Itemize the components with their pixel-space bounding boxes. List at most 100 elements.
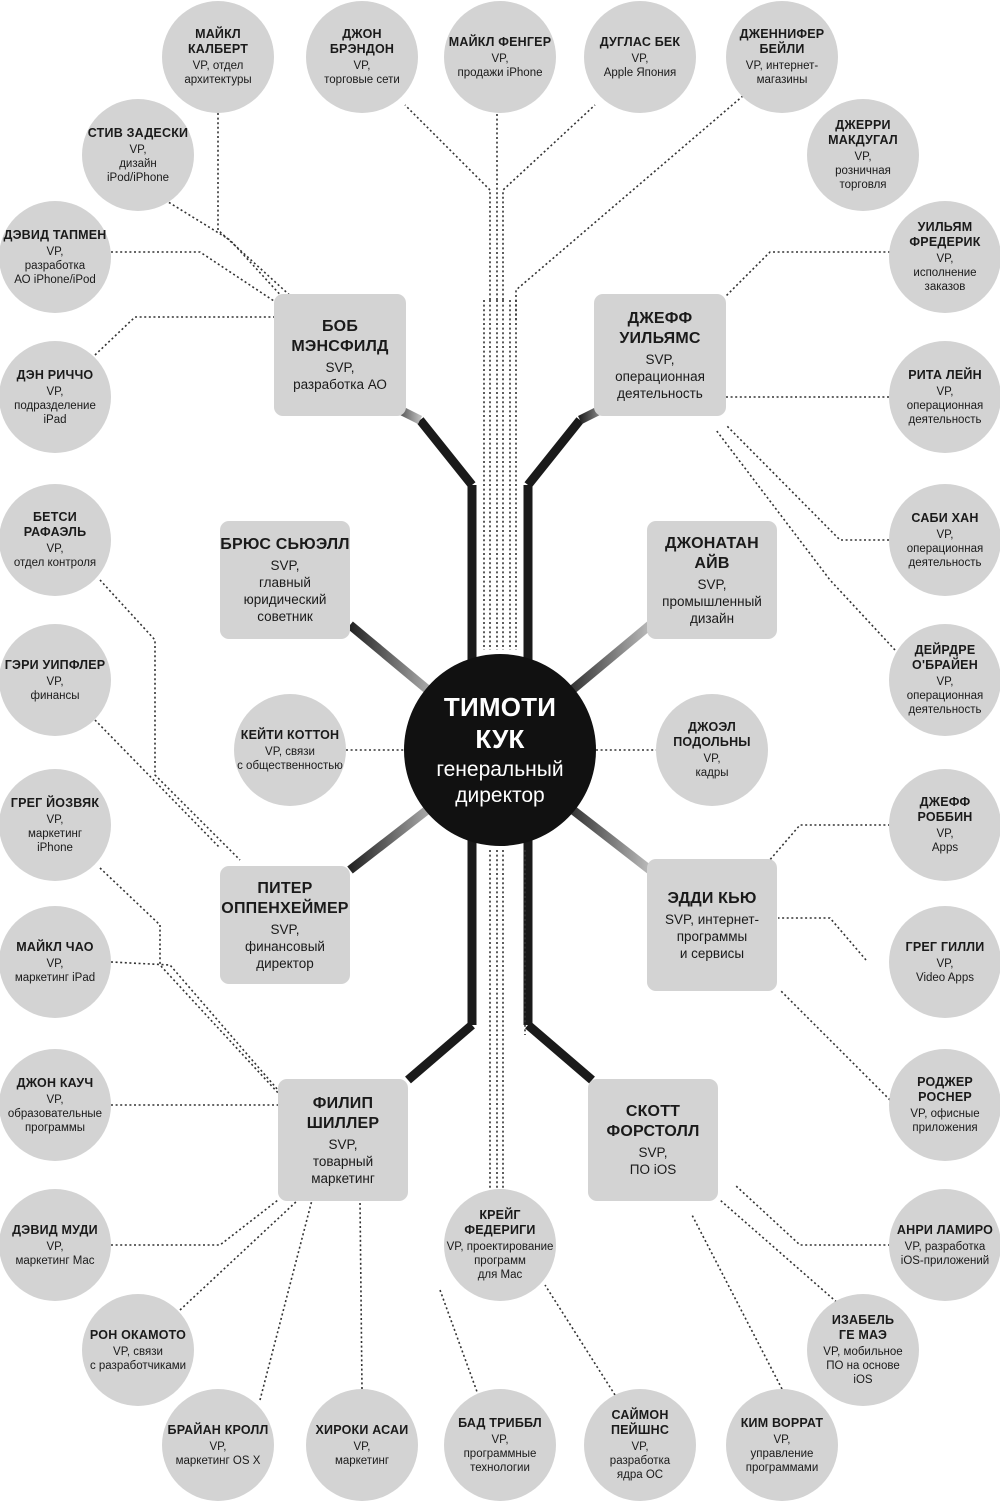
moody-link xyxy=(111,1199,279,1246)
person-role: генеральный директор xyxy=(436,758,564,807)
person-name: БОБ МЭНСФИЛД xyxy=(291,318,389,355)
person-name: БРАЙАН КРОЛЛ xyxy=(167,1422,269,1437)
person-role: VP, связи с разработчиками xyxy=(89,1345,187,1372)
person-name: ПИТЕР ОППЕНХЕЙМЕР xyxy=(221,879,349,917)
person-name: КЕЙТИ КОТТОН xyxy=(240,727,340,742)
vp-circle-robbin: ДЖЕФФ РОББИН VP, Apps xyxy=(889,769,1000,881)
person-name: ДУГЛАС БЕК xyxy=(599,34,681,49)
vorrath-link xyxy=(691,1214,783,1390)
brandon-link xyxy=(404,104,491,191)
person-name: РОДЖЕР РОСНЕР xyxy=(917,1075,973,1104)
person-role: SVP, финансовый директор xyxy=(245,921,325,971)
svp-link xyxy=(347,796,443,874)
svp-link xyxy=(524,417,584,488)
svp-link xyxy=(347,621,443,704)
gilley-link xyxy=(778,917,867,961)
person-name: СКОТТ ФОРСТОЛЛ xyxy=(606,1103,700,1140)
vp-circle-peyton: САЙМОН ПЕЙШНС VP, разработка ядра ОС xyxy=(584,1389,696,1501)
person-role: VP, торговые сети xyxy=(324,60,400,86)
person-name: ДЖЕФФ РОББИН xyxy=(917,795,973,824)
person-role: VP, маркетинг OS X xyxy=(175,1440,261,1467)
person-role: SVP, товарный маркетинг xyxy=(311,1136,375,1186)
person-name: БАД ТРИББЛ xyxy=(458,1415,542,1430)
person-role: SVP, главный юридический советник xyxy=(243,558,327,624)
bailey-link xyxy=(515,94,745,320)
joswiak-link xyxy=(99,867,281,1096)
person-role: SVP, разработка АО xyxy=(293,360,387,392)
peyton-link xyxy=(544,1284,616,1396)
person-name: АНРИ ЛАМИРО xyxy=(896,1222,994,1237)
riccio-link xyxy=(94,316,274,356)
person-role: VP, маркетинг iPad xyxy=(14,957,96,984)
person-role: VP, Apple Япония xyxy=(603,52,677,79)
beck-link xyxy=(502,104,596,300)
person-name: ФИЛИП ШИЛЛЕР xyxy=(306,1094,380,1132)
chao-link xyxy=(110,961,279,1091)
person-role: VP, дизайн iPod/iPhone xyxy=(106,143,170,184)
person-name: ДЖЕФФ УИЛЬЯМС xyxy=(619,309,701,347)
person-role: VP, маркетинг iPhone xyxy=(27,813,83,854)
vp-circle-frederick: УИЛЬЯМ ФРЕДЕРИК VP, исполнение заказов xyxy=(889,201,1000,313)
svp-link xyxy=(557,621,653,704)
obrien-link xyxy=(715,429,896,651)
person-role: VP, исполнение заказов xyxy=(913,253,977,293)
culbert-link xyxy=(217,113,296,301)
person-role: VP, Apps xyxy=(931,828,959,854)
person-role: VP, мобильное ПО на основе iOS xyxy=(823,1346,903,1386)
person-name: УИЛЬЯМ ФРЕДЕРИК xyxy=(909,220,981,249)
person-name: МАЙКЛ ФЕНГЕР xyxy=(448,34,552,49)
person-name: БЕТСИ РАФАЭЛЬ xyxy=(23,510,87,539)
person-role: VP, разработка ядра ОС xyxy=(609,1441,671,1481)
person-role: VP, управление программами xyxy=(745,1433,819,1474)
person-role: VP, образовательные программы xyxy=(7,1093,103,1134)
rosner-link xyxy=(779,989,891,1101)
robbin-link xyxy=(767,824,890,863)
vp-circle-fenger: МАЙКЛ ФЕНГЕР VP, продажи iPhone xyxy=(444,1,556,113)
svp-link xyxy=(405,1021,475,1084)
khan-link xyxy=(725,424,889,541)
person-role: VP, разработка iOS-приложений xyxy=(900,1240,990,1267)
person-role: VP, операционная деятельность xyxy=(906,528,984,569)
svp-box-schiller: ФИЛИП ШИЛЛЕР SVP, товарный маркетинг xyxy=(278,1079,408,1201)
svp-link xyxy=(416,417,476,488)
asai-link xyxy=(359,1199,363,1390)
svp-link xyxy=(525,1021,595,1084)
person-name: ДЖЕРРИ МАКДУГАЛ xyxy=(828,118,898,147)
person-role: VP, отдел архитектуры xyxy=(184,60,252,86)
svp-box-forstall: СКОТТ ФОРСТОЛЛ SVP, ПО iOS xyxy=(588,1079,718,1201)
svp-box-oppenheimer: ПИТЕР ОППЕНХЕЙМЕР SVP, финансовый директо… xyxy=(220,866,350,984)
tribble-link xyxy=(439,1289,481,1401)
person-name: САЙМОН ПЕЙШНС xyxy=(610,1408,670,1437)
person-role: SVP, ПО iOS xyxy=(629,1145,677,1177)
person-role: SVP, операционная деятельность xyxy=(615,351,705,401)
vp-circle-kroll: БРАЙАН КРОЛЛ VP, маркетинг OS X xyxy=(162,1389,274,1501)
person-role: VP, розничная торговля xyxy=(835,151,891,191)
frederick-link xyxy=(725,251,890,297)
vp-circle-beck: ДУГЛАС БЕК VP, Apple Япония xyxy=(584,1,696,113)
person-name: ДЕЙРДРЕ О'БРАЙЕН xyxy=(912,643,978,672)
person-role: VP, продажи iPhone xyxy=(457,52,543,79)
zadesky-link xyxy=(164,199,286,301)
person-name: РОН ОКАМОТО xyxy=(89,1327,187,1342)
kroll-link xyxy=(259,1199,313,1401)
vp-circle-mcdougal: ДЖЕРРИ МАКДУГАЛ VP, розничная торговля xyxy=(807,99,919,211)
person-name: РИТА ЛЕЙН xyxy=(908,367,982,382)
person-name: ДЖЕННИФЕР БЕЙЛИ xyxy=(739,27,825,56)
